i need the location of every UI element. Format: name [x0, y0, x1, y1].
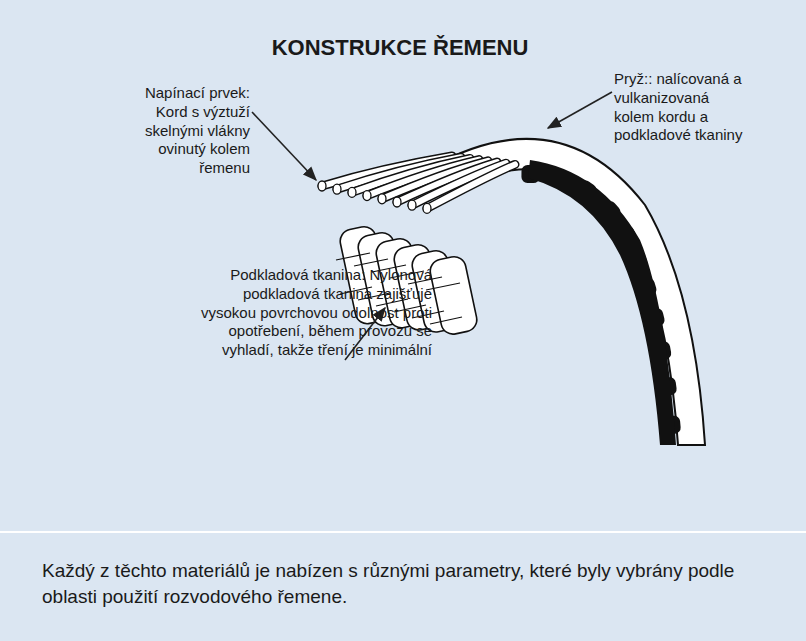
part-label: Podkladová tkanina: Nylonová podkladová … — [198, 266, 432, 360]
diagram-caption: Každý z těchto materiálů je nabízen s rů… — [42, 558, 772, 609]
leader-arrow — [252, 112, 316, 180]
cord-ends — [318, 156, 515, 213]
belt-teeth — [521, 160, 681, 445]
separator-line — [0, 531, 806, 533]
part-label: Napínací prvek: Kord s výztuží skelnými … — [112, 84, 250, 178]
part-label: Pryž:: nalícovaná a vulkanizovaná kolem … — [614, 70, 744, 145]
leader-arrow — [548, 92, 612, 128]
diagram-title: KONSTRUKCE ŘEMENU — [200, 34, 600, 62]
